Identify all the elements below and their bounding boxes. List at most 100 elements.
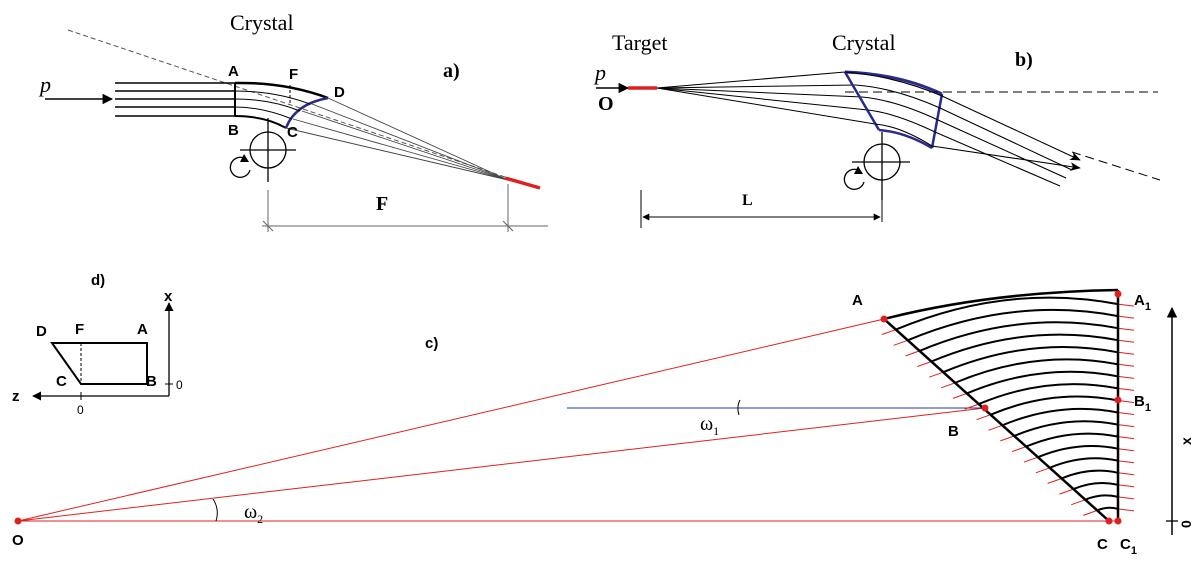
channel-entry-extension (1000, 435, 1015, 442)
panel-b-collimating-crystal: Target Crystal b) p O (593, 30, 1161, 228)
channel-entry-extension (905, 350, 920, 357)
crystal-channel-line (1049, 457, 1119, 469)
channel-entry-extension (1023, 456, 1039, 463)
panel-b-diverging-rays (656, 71, 876, 125)
panel-b-rotation-icon (843, 132, 910, 200)
panel-a-rotation-icon (229, 118, 296, 182)
panel-d-label-a: A (137, 321, 148, 338)
panel-d-tag: d) (91, 272, 105, 289)
panel-d-label-b: B (146, 373, 157, 390)
channel-entry-extension (1059, 488, 1074, 495)
panel-d-label-f: F (75, 321, 84, 338)
channel-entry-extension (1083, 509, 1098, 516)
panel-a-crystal-top (234, 81, 329, 100)
panel-c-point-c1 (1114, 517, 1122, 525)
crystal-channel-line (1073, 482, 1119, 491)
panel-a-beam-label: p (38, 72, 51, 97)
panel-b-beam-label: p (593, 60, 606, 85)
panel-a-crystal-channels (234, 90, 311, 120)
panel-c-axis-zero-label: 0 (1178, 520, 1193, 528)
channel-exit-extension (1117, 448, 1135, 452)
channel-exit-extension (1117, 363, 1135, 367)
channel-entry-extension (940, 382, 956, 389)
panel-a-label-f: F (289, 66, 298, 83)
channel-exit-extension (1117, 508, 1135, 512)
crystal-channel-line (978, 383, 1119, 406)
panel-d-axis-z-label: z (12, 388, 20, 405)
channel-exit-extension (1117, 484, 1135, 488)
panel-a-label-a: A (228, 63, 239, 80)
panel-b-parallel-rays (844, 71, 1081, 187)
panel-c-label-a: A (852, 292, 863, 309)
panel-a-focusing-crystal: Crystal a) p (38, 10, 548, 232)
panel-c-label-o: O (12, 532, 24, 549)
crystal-channel-line (919, 321, 1119, 352)
panel-a-dimension-f-label: F (376, 193, 388, 215)
panel-c-label-c1: C1 (1120, 536, 1137, 557)
panel-b-tag: b) (1015, 49, 1033, 71)
panel-c-axis-x-label: x (1178, 437, 1193, 445)
channel-entry-extension (1071, 499, 1086, 506)
panel-d-label-d: D (36, 323, 47, 340)
panel-d-axis-x-label: x (164, 288, 173, 305)
crystal-channel-line (1002, 407, 1119, 427)
channel-entry-extension (893, 339, 908, 346)
channel-entry-extension (1011, 446, 1027, 453)
channel-exit-extension (1117, 375, 1135, 379)
panel-b-target-label: Target (612, 30, 667, 55)
panel-d-trapezoid (50, 342, 148, 385)
panel-b-rotation-arrowhead (854, 166, 863, 174)
panel-c-point-a (880, 315, 888, 323)
panel-c-tag: c) (425, 335, 438, 352)
panel-a-label-b: B (228, 122, 239, 139)
panel-a-focusing-rays (285, 97, 509, 181)
panel-a-crystal-exit-face (284, 96, 329, 129)
panel-a-label-c: C (287, 124, 298, 141)
panel-b-origin-label: O (598, 93, 614, 115)
channel-exit-extension (1117, 315, 1135, 319)
panel-d-zero-z: 0 (77, 403, 84, 417)
panel-c-omega2-label: ω2 (244, 501, 263, 526)
panel-a-crystal-bottom (234, 115, 287, 129)
crystal-channel-line (1084, 494, 1119, 501)
panel-b-crystal-entry (843, 71, 881, 131)
panel-d-label-c: C (56, 373, 67, 390)
panel-c-omega1-arc (737, 399, 741, 416)
crystal-channel-line (931, 333, 1119, 363)
crystal-channel-line (1025, 432, 1119, 448)
crystal-channel-line (907, 308, 1119, 342)
channel-exit-extension (1117, 303, 1135, 307)
channel-exit-extension (1117, 351, 1135, 355)
crystal-channel-line (966, 370, 1119, 395)
panel-c-label-b: B (948, 423, 959, 440)
panel-c-rays (17, 318, 1118, 522)
panel-b-dashed-deflected (1071, 151, 1161, 181)
panel-c-label-c: C (1097, 536, 1108, 553)
panel-a-beam-lines (115, 82, 235, 117)
channel-exit-extension (1117, 327, 1135, 331)
channel-exit-extension (1117, 496, 1135, 500)
channel-entry-extension (1047, 478, 1062, 484)
panel-c-omega1-label: ω1 (700, 413, 719, 438)
crystal-channel-line (942, 346, 1119, 374)
panel-c-crystal-channels (895, 296, 1119, 512)
panel-c-channel-extensions (881, 303, 1135, 516)
panel-b-dimension-l-label: L (742, 192, 753, 209)
crystal-channel-line (1096, 506, 1119, 512)
panel-b-crystal-bottom (878, 128, 933, 150)
panel-c-points (14, 290, 1122, 525)
crystal-channel-line (1061, 469, 1119, 480)
panel-a-title: Crystal (230, 10, 294, 35)
panel-a-dimension-f (262, 184, 548, 232)
panel-b-crystal-exit (930, 93, 944, 149)
crystal-channel-line (1037, 444, 1119, 459)
channel-exit-extension (1117, 436, 1135, 440)
panel-a-focus-spot (504, 176, 541, 190)
channel-exit-extension (1117, 472, 1135, 476)
channel-exit-extension (1117, 424, 1135, 428)
panel-c-omega2-arc (212, 498, 218, 522)
panel-d-zero-x: 0 (176, 378, 183, 392)
panel-c-crystal-entry-face (883, 318, 1110, 522)
channel-entry-extension (929, 371, 944, 378)
